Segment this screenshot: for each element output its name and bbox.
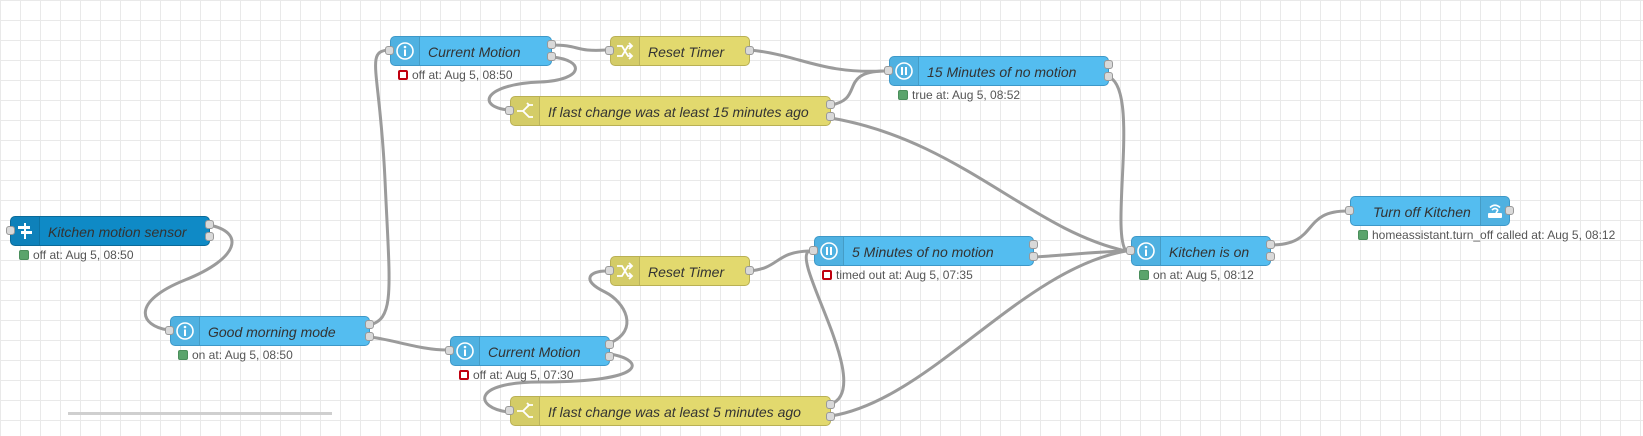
output-port[interactable] [826,112,835,121]
wire [748,249,811,273]
wire [487,55,577,112]
status-dot-green [178,350,188,360]
output-port[interactable] [605,352,614,361]
node-kitchen-motion-sensor[interactable]: Kitchen motion sensor [10,216,210,246]
status-dot-green [19,250,29,260]
output-port[interactable] [1266,252,1275,261]
node-label: Current Motion [428,44,521,60]
info-icon [451,337,480,365]
input-port[interactable] [505,406,514,415]
wire [829,69,886,107]
node-label: Turn off Kitchen [1373,204,1471,220]
output-port[interactable] [745,46,754,55]
node-label: Kitchen motion sensor [48,224,187,240]
node-reset-timer-top[interactable]: Reset Timer [610,36,750,66]
output-port[interactable] [1505,206,1514,215]
info-icon [171,317,200,345]
shuffle-icon [611,37,640,65]
input-port[interactable] [445,346,454,355]
node-label: Current Motion [488,344,581,360]
info-icon [391,37,420,65]
horizontal-scrollbar[interactable] [68,412,332,415]
branch-icon [511,97,540,125]
node-label: Kitchen is on [1169,244,1250,260]
input-port[interactable] [884,66,893,75]
status-dot-green [1139,270,1149,280]
output-port[interactable] [826,100,835,109]
output-port[interactable] [745,266,754,275]
shuffle-icon [611,257,640,285]
node-label: 15 Minutes of no motion [927,64,1077,80]
wire [368,335,450,352]
node-label: Good morning mode [208,324,336,340]
node-current-motion-bottom[interactable]: Current Motion [450,336,610,366]
output-port[interactable] [547,40,556,49]
input-port[interactable] [605,266,614,275]
status-dot-green [898,90,908,100]
output-port[interactable] [826,412,835,421]
pause-icon [890,57,919,85]
branch-icon [511,397,540,425]
status-ring-red [822,270,832,280]
node-5-minutes-no-motion[interactable]: 5 Minutes of no motion [814,236,1034,266]
wire [829,116,1128,253]
wire [748,48,886,73]
wifi-router-icon [1480,197,1509,225]
output-port[interactable] [605,340,614,349]
node-if-5-minutes[interactable]: If last change was at least 5 minutes ag… [510,396,831,426]
node-label: If last change was at least 5 minutes ag… [548,404,801,420]
output-port[interactable] [365,332,374,341]
input-port[interactable] [1345,206,1354,215]
output-port[interactable] [547,52,556,61]
wire [143,223,234,332]
output-port[interactable] [826,400,835,409]
pause-icon [815,237,844,265]
wire [1269,209,1351,247]
output-port[interactable] [365,320,374,329]
input-port[interactable] [165,326,174,335]
output-port[interactable] [1029,252,1038,261]
wire [1032,249,1128,259]
node-label: 5 Minutes of no motion [852,244,994,260]
status-dot-green [1358,230,1368,240]
output-port[interactable] [1029,240,1038,249]
node-label: Reset Timer [648,44,725,60]
input-port[interactable] [1126,246,1135,255]
wire [483,352,634,414]
wire [550,43,608,52]
node-reset-timer-bottom[interactable]: Reset Timer [610,256,750,286]
wire [804,249,846,406]
node-label: Reset Timer [648,264,725,280]
wire [368,48,391,327]
wire [1107,75,1128,253]
status-ring-red [459,370,469,380]
node-turn-off-kitchen[interactable]: Turn off Kitchen [1350,196,1510,226]
input-port[interactable] [505,106,514,115]
output-port[interactable] [205,232,214,241]
node-kitchen-is-on[interactable]: Kitchen is on [1131,236,1271,266]
input-port[interactable] [385,46,394,55]
output-port[interactable] [205,220,214,229]
output-port[interactable] [1104,72,1113,81]
input-port[interactable] [605,46,614,55]
node-label: If last change was at least 15 minutes a… [548,104,809,120]
node-15-minutes-no-motion[interactable]: 15 Minutes of no motion [889,56,1109,86]
signpost-icon [11,217,40,245]
node-good-morning-mode[interactable]: Good morning mode [170,316,370,346]
node-current-motion-top[interactable]: Current Motion [390,36,552,66]
output-port[interactable] [1104,60,1113,69]
input-port[interactable] [6,226,15,235]
wire [829,249,1128,418]
wire [588,269,629,345]
status-ring-red [398,70,408,80]
output-port[interactable] [1266,240,1275,249]
node-if-15-minutes[interactable]: If last change was at least 15 minutes a… [510,96,831,126]
info-icon [1132,237,1161,265]
input-port[interactable] [809,246,818,255]
